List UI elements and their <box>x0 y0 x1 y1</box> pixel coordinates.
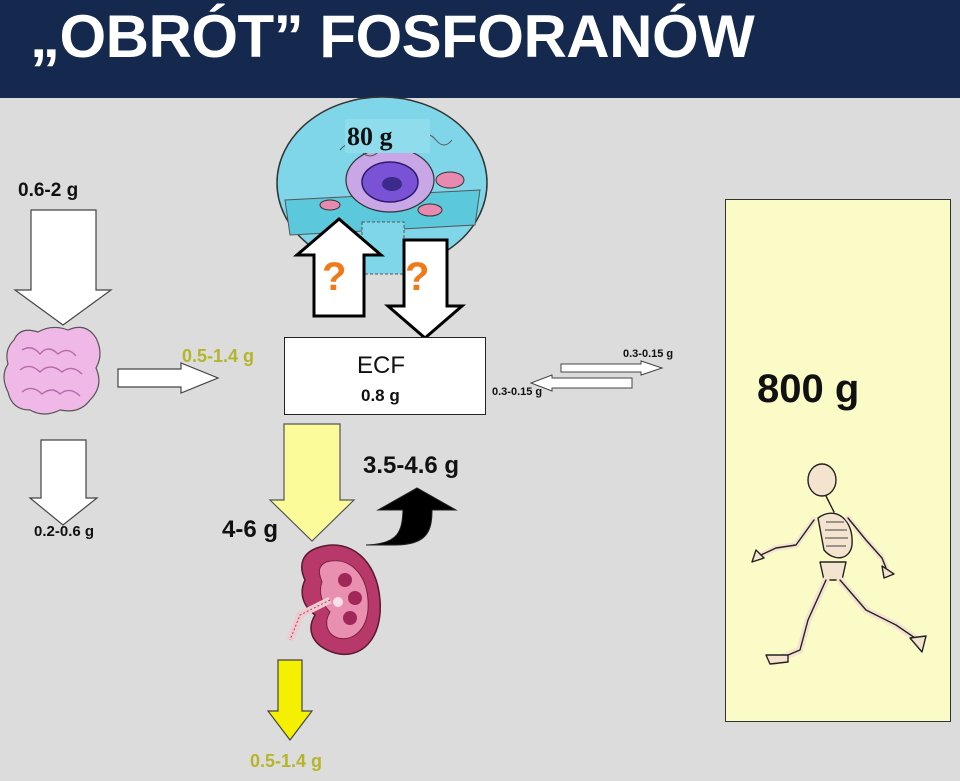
reabsorption-arrow <box>365 487 458 546</box>
filtration-amount: 4-6 g <box>222 516 279 543</box>
bone-to-ecf-arrow <box>529 374 633 392</box>
filtration-arrow <box>268 423 356 542</box>
urine-amount: 0.5-1.4 g <box>250 751 323 771</box>
ecf-amount: 0.8 g <box>361 386 400 405</box>
absorption-arrow <box>117 362 220 394</box>
fecal-loss-arrow <box>28 439 99 526</box>
title-bar: „OBRÓT” FOSFORANÓW <box>0 0 960 98</box>
cell-amount: 80 g <box>347 122 393 151</box>
bone-release-amount: 0.3-0.15 g <box>492 386 543 398</box>
fecal-loss-amount: 0.2-0.6 g <box>34 523 95 540</box>
urine-arrow <box>266 659 314 741</box>
ecf-to-bone-arrow <box>560 360 664 376</box>
reabsorption-amount: 3.5-4.6 g <box>363 452 460 479</box>
ecf-box: ECF 0.8 g <box>284 337 486 415</box>
page-title: „OBRÓT” FOSFORANÓW <box>30 3 755 70</box>
ecf-label: ECF <box>357 352 405 379</box>
intake-arrow <box>13 209 113 326</box>
cell-release-arrow <box>383 238 467 340</box>
question-in: ? <box>322 255 347 299</box>
bone-amount: 800 g <box>757 367 860 411</box>
bone-panel: 800 g <box>725 199 951 722</box>
skeleton-illustration <box>751 463 927 666</box>
absorption-amount: 0.5-1.4 g <box>182 346 255 366</box>
cell-uptake-arrow <box>292 217 386 318</box>
intake-amount: 0.6-2 g <box>18 180 79 201</box>
kidney-illustration <box>286 544 381 656</box>
bone-deposition-amount: 0.3-0.15 g <box>623 348 674 360</box>
intestine-illustration <box>3 326 101 415</box>
question-out: ? <box>405 255 430 299</box>
